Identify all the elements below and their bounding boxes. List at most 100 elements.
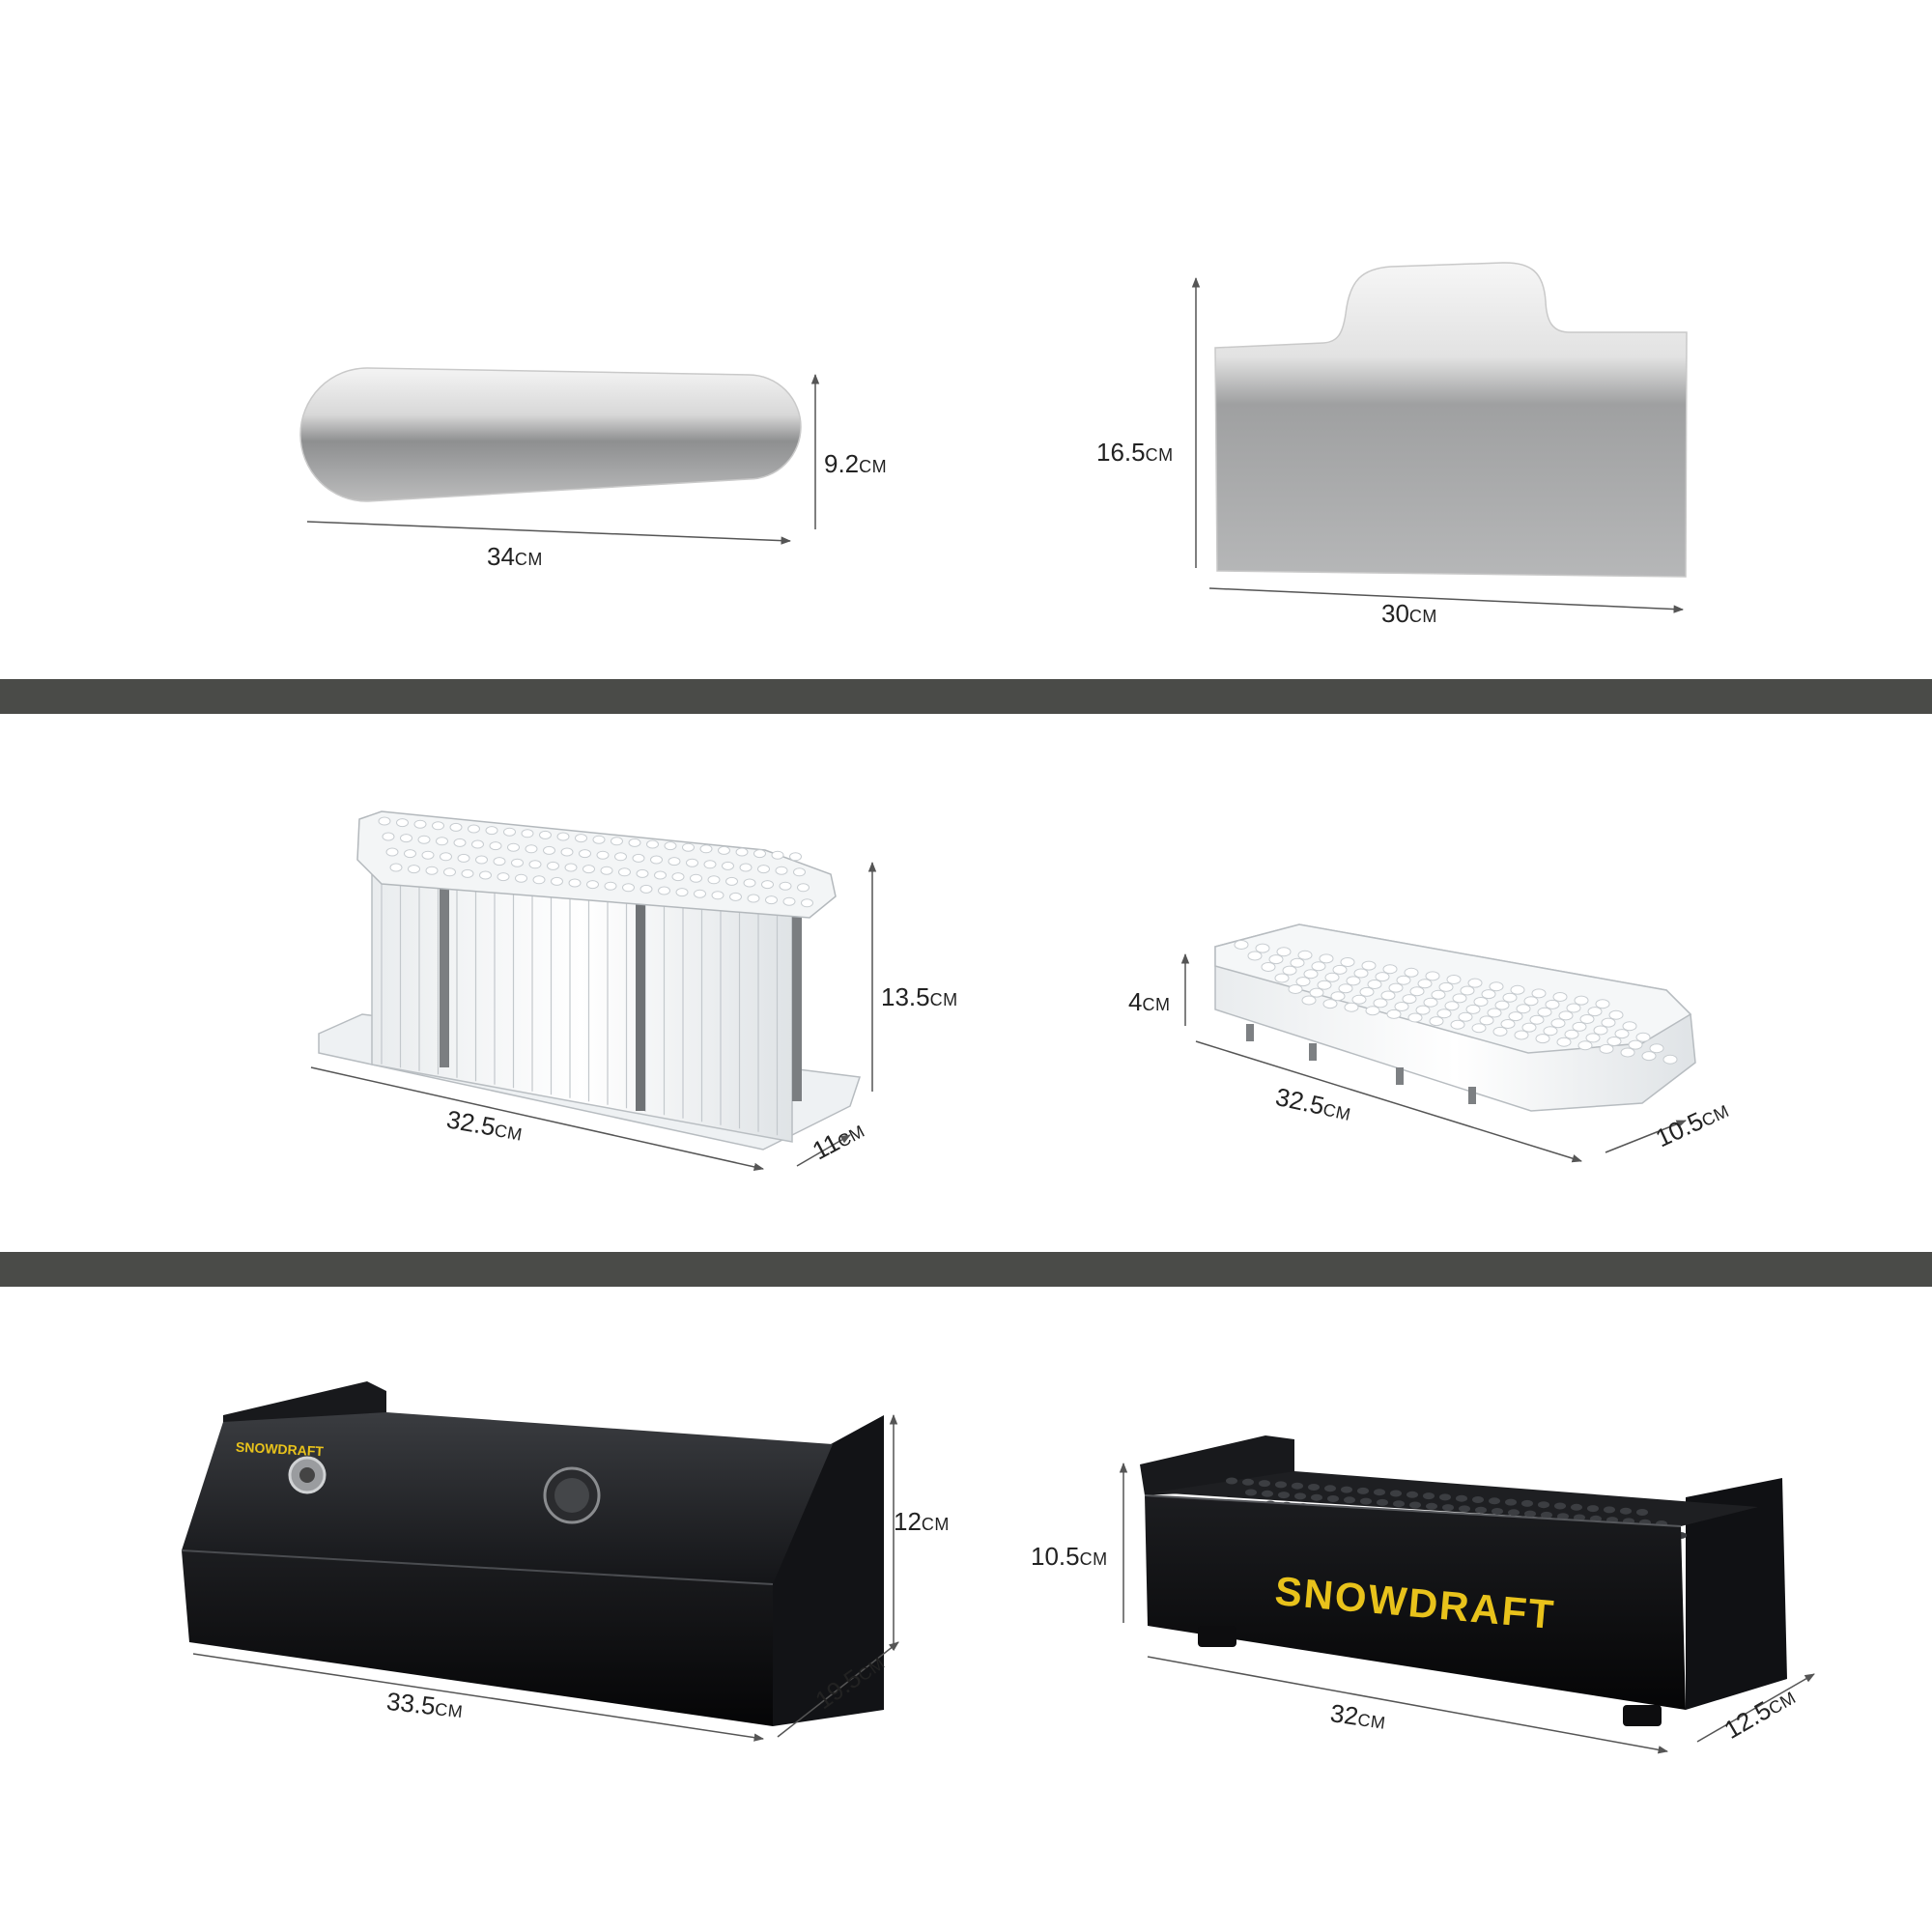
- tray-hole: [1319, 953, 1334, 964]
- rack-hole: [503, 827, 516, 837]
- separator-band-top: [0, 679, 1932, 714]
- dimension-label-height: 16.5CM: [1096, 438, 1174, 467]
- rack-hole: [654, 870, 667, 880]
- rack-hole: [658, 886, 670, 895]
- rack-hole: [421, 850, 435, 860]
- rack-hole: [396, 818, 409, 828]
- tray-hole: [1375, 972, 1390, 982]
- tray-hole: [1404, 967, 1419, 978]
- tray-hole: [1444, 1001, 1460, 1011]
- holder-hole: [1475, 1506, 1487, 1514]
- tray-hole: [1407, 1012, 1423, 1023]
- holder-hole: [1245, 1489, 1257, 1496]
- dimension-label-height: 9.2CM: [824, 449, 888, 478]
- tray-hole: [1473, 997, 1489, 1007]
- tray-hole: [1317, 980, 1332, 990]
- rack-hole: [782, 896, 796, 906]
- black-display-holder: [1119, 1435, 1815, 1754]
- rack-hole: [532, 875, 546, 885]
- tray-hole: [1566, 1003, 1581, 1013]
- rack-hole: [739, 863, 753, 872]
- rack-hole: [703, 860, 717, 869]
- tray-hole: [1500, 1019, 1516, 1029]
- holder-hole: [1409, 1501, 1421, 1509]
- tray-hole: [1436, 1009, 1452, 1019]
- rack-hole: [539, 830, 552, 839]
- rack-hole: [417, 835, 431, 844]
- rack-hole: [378, 816, 391, 826]
- tray-hole: [1521, 1022, 1537, 1033]
- rack-hole: [694, 889, 706, 898]
- rack-hole: [436, 837, 448, 846]
- rack-hole: [761, 880, 774, 890]
- dimension-label-width: 30CM: [1381, 599, 1437, 628]
- dimension-line-length: [192, 1653, 765, 1742]
- holder-hole: [1374, 1489, 1385, 1496]
- dimension-line-length: [310, 1066, 765, 1172]
- holder-hole: [1377, 1498, 1388, 1506]
- holder-hole: [1508, 1509, 1520, 1517]
- tray-hole: [1587, 1007, 1603, 1017]
- rack-hole: [747, 894, 760, 903]
- rack-hole: [725, 876, 738, 886]
- tray-hole: [1438, 981, 1454, 992]
- tray-hole: [1247, 951, 1263, 961]
- rack-hole: [489, 841, 502, 851]
- rack-hole: [614, 852, 627, 862]
- tray-hole: [1635, 1032, 1651, 1042]
- rack-hole: [690, 873, 702, 883]
- rack-hole: [575, 834, 587, 843]
- holder-hole: [1524, 1510, 1536, 1518]
- holder-hole: [1456, 1494, 1467, 1502]
- tray-hole: [1394, 1002, 1409, 1011]
- rack-hole: [632, 853, 645, 863]
- tray-hole: [1324, 972, 1340, 982]
- rack-hole: [618, 867, 631, 877]
- rack-hole: [449, 822, 463, 832]
- holder-hole: [1489, 1497, 1500, 1505]
- rack-hole: [707, 875, 721, 885]
- tray-hole: [1429, 1016, 1444, 1027]
- tray-hole: [1558, 1010, 1574, 1021]
- tray-hole: [1311, 961, 1326, 972]
- rack-hole: [735, 847, 749, 857]
- holder-hole: [1554, 1502, 1566, 1510]
- rack-hole: [408, 865, 420, 874]
- tray-hole: [1662, 1054, 1678, 1065]
- tray-hole: [1460, 985, 1475, 996]
- tray-hole: [1322, 999, 1338, 1009]
- holder-hole: [1423, 1492, 1435, 1500]
- tray-hole: [1537, 1007, 1552, 1017]
- tray-hole: [1255, 943, 1270, 953]
- tray-hole: [1550, 1018, 1566, 1029]
- tray-hole: [1282, 965, 1297, 976]
- tray-hole: [1531, 988, 1547, 999]
- tray-hole: [1510, 984, 1525, 995]
- tray-hole: [1388, 982, 1404, 993]
- rack-hole: [604, 881, 617, 891]
- tray-hole: [1614, 1029, 1630, 1039]
- holder-hole: [1294, 1492, 1306, 1500]
- holder-hole: [1604, 1506, 1615, 1514]
- tray-hole: [1577, 1040, 1593, 1051]
- tray-hole: [1492, 1026, 1508, 1037]
- tray-hole: [1380, 990, 1396, 1001]
- tray-hole: [1452, 993, 1467, 1004]
- dimension-line-width: [306, 521, 792, 545]
- dimension-label-height: 12CM: [894, 1507, 950, 1536]
- tray-hole: [1396, 975, 1411, 985]
- holder-hole: [1278, 1492, 1290, 1499]
- holder-hole: [1587, 1505, 1599, 1513]
- holder-hole: [1505, 1498, 1517, 1506]
- tray-hole: [1516, 1004, 1531, 1014]
- tray-hole: [1346, 976, 1361, 986]
- rack-hole: [511, 858, 524, 867]
- tray-hole: [1359, 986, 1375, 997]
- rack-hole: [611, 837, 623, 846]
- rack-hole: [443, 867, 456, 877]
- holder-hole: [1360, 1497, 1372, 1505]
- tray-hole: [1543, 1026, 1558, 1037]
- rack-hole: [743, 878, 756, 888]
- rack-hole: [560, 847, 574, 857]
- rack-hole: [564, 863, 578, 872]
